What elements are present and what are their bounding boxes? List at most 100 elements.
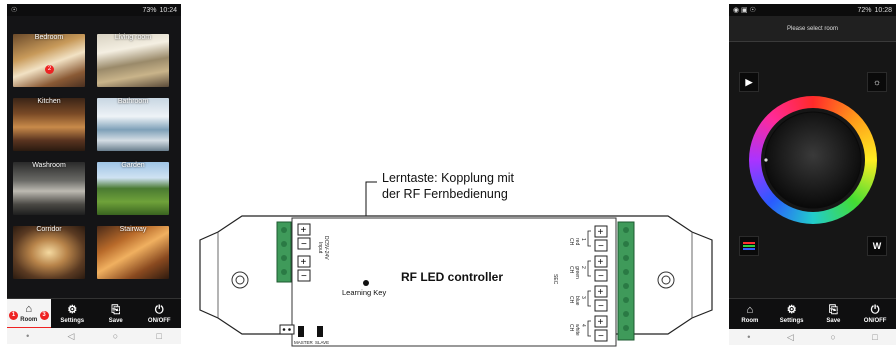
terminal-minus: − (598, 271, 604, 282)
terminal-minus: − (598, 241, 604, 252)
back-icon[interactable]: ◁ (786, 331, 794, 342)
rgb-mode-button[interactable] (739, 236, 759, 256)
room-tile-washroom[interactable]: Washroom (13, 162, 85, 215)
control-knob[interactable] (764, 111, 862, 209)
callout-text-line2: der RF Fernbedienung (382, 187, 508, 201)
channel-number-2: 2 (580, 266, 586, 269)
dip-switch[interactable] (279, 324, 295, 335)
page-title: Please select room (786, 25, 839, 32)
room-tile-living-room[interactable]: Living room (97, 34, 169, 87)
room-tile-garden[interactable]: Garden (97, 162, 169, 215)
terminal-plus: + (301, 225, 307, 236)
mounting-hole-left (231, 271, 249, 289)
washroom-photo (13, 162, 85, 215)
channel-name-green: green (574, 266, 580, 279)
tab-room[interactable]: ⌂ Room (729, 299, 771, 330)
play-mode-button[interactable]: ▶ (739, 72, 759, 92)
terminal-minus: − (598, 331, 604, 342)
room-label: Washroom (32, 162, 66, 169)
tab-room[interactable]: 1 3 ⌂ Room (7, 299, 51, 330)
save-icon: ⎘ (111, 304, 121, 316)
nav-dot-icon[interactable]: • (747, 332, 751, 342)
garden-photo (97, 162, 169, 215)
master-label: MASTER (294, 340, 314, 345)
tab-save[interactable]: ⎘ Save (813, 299, 855, 330)
room-label: Bedroom (34, 34, 64, 41)
home-nav-icon[interactable]: ○ (112, 331, 119, 341)
mounting-hole-right (657, 271, 675, 289)
terminal-minus: − (301, 271, 307, 282)
room-select-header[interactable]: Please select room (729, 16, 896, 42)
bottom-tab-bar: ⌂ Room ⚙ Settings ⎘ Save ⏻ ON/OFF (729, 298, 896, 330)
room-tile-bathroom[interactable]: Bathroom (97, 98, 169, 151)
clock: 10:28 (874, 6, 892, 14)
rgb-bars-icon (743, 242, 755, 250)
room-label: Kitchen (37, 98, 61, 105)
recents-icon[interactable]: □ (872, 332, 878, 342)
home-nav-icon[interactable]: ○ (830, 332, 836, 342)
learning-key-label: Learning Key (342, 288, 386, 297)
save-icon: ⎘ (828, 304, 838, 316)
rf-led-controller-diagram: Lerntaste: Kopplung mit der RF Fernbedie… (199, 171, 713, 347)
room-tile-bedroom[interactable]: Bedroom 2 (13, 34, 85, 87)
room-list-phone: ☉ 73% 10:24 Bedroom 2 Living room Kitche… (7, 4, 181, 344)
slave-switch[interactable] (317, 326, 323, 337)
clock: 10:24 (159, 6, 177, 14)
room-tile-corridor[interactable]: Corridor (13, 226, 85, 279)
input-label: Input (317, 242, 323, 254)
tab-settings[interactable]: ⚙ Settings (51, 299, 95, 330)
terminal-plus: + (598, 287, 604, 298)
ch-prefix: CH (568, 296, 574, 304)
room-label: Garden (121, 162, 145, 169)
learning-key-button[interactable] (363, 280, 369, 286)
tab-on-off[interactable]: ⏻ ON/OFF (854, 299, 896, 330)
tab-settings[interactable]: ⚙ Settings (771, 299, 813, 330)
tab-label: Settings (60, 318, 85, 324)
ch-prefix: CH (568, 266, 574, 274)
battery-percent: 72% (857, 6, 872, 14)
bottom-tab-bar: 1 3 ⌂ Room ⚙ Settings ⎘ Save ⏻ ON/OFF (7, 298, 181, 330)
gear-icon: ⚙ (786, 304, 797, 316)
white-mode-button[interactable]: W (867, 236, 887, 256)
knob-indicator (764, 158, 768, 162)
home-icon: ⌂ (25, 302, 33, 315)
tab-save[interactable]: ⎘ Save (94, 299, 138, 330)
master-switch[interactable] (298, 326, 304, 337)
tab-on-off[interactable]: ⏻ ON/OFF (138, 299, 182, 330)
tab-label: Room (20, 316, 38, 323)
battery-percent: 73% (142, 6, 157, 14)
home-icon: ⌂ (746, 304, 754, 316)
power-icon: ⏻ (154, 304, 164, 316)
status-left-icons: ◉ ▣ ☉ (733, 7, 756, 14)
room-tile-stairway[interactable]: Stairway (97, 226, 169, 279)
channel-name-white: white (574, 324, 580, 336)
corridor-photo (13, 226, 85, 279)
color-control-phone: ◉ ▣ ☉ 72% 10:28 Please select room ▶ ☼ (729, 4, 896, 345)
label-panel (291, 217, 617, 347)
tab-label: Room (741, 318, 759, 324)
status-bar: ◉ ▣ ☉ 72% 10:28 (729, 4, 896, 16)
android-nav-bar: • ◁ ○ □ (7, 328, 181, 344)
room-label: Stairway (119, 226, 147, 233)
callout-text-line1: Lerntaste: Kopplung mit (382, 171, 515, 185)
bedroom-photo (13, 34, 85, 87)
room-label: Bathroom (117, 98, 149, 105)
tab-label: ON/OFF (863, 318, 887, 324)
gear-icon: ⚙ (67, 304, 78, 316)
channel-name-red: red (574, 238, 580, 245)
brightness-icon: ☼ (872, 77, 882, 87)
stairway-photo (97, 226, 169, 279)
nav-dot-icon[interactable]: • (26, 331, 30, 341)
living-room-photo (97, 34, 169, 87)
room-label: Corridor (36, 226, 62, 233)
slave-label: SLAVE (315, 340, 329, 345)
terminal-plus: + (598, 257, 604, 268)
bathroom-photo (97, 98, 169, 151)
controller-title: RF LED controller (401, 270, 503, 284)
back-icon[interactable]: ◁ (67, 330, 75, 341)
brightness-button[interactable]: ☼ (867, 72, 887, 92)
color-wheel[interactable] (749, 96, 877, 224)
input-terminal-block (276, 221, 292, 283)
room-tile-kitchen[interactable]: Kitchen (13, 98, 85, 151)
recents-icon[interactable]: □ (156, 331, 162, 341)
